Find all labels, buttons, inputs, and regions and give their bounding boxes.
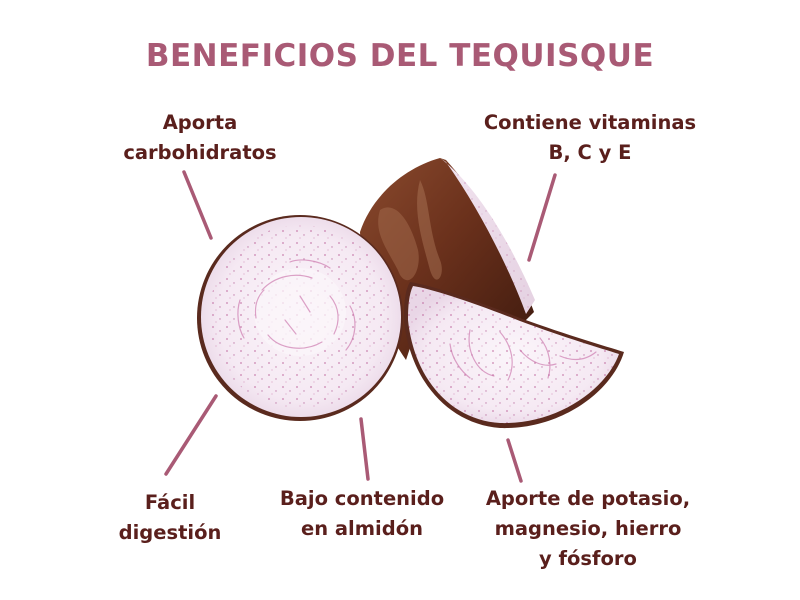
page-title: BENEFICIOS DEL TEQUISQUE: [145, 38, 655, 74]
benefit-digestion: Fácil digestión: [95, 488, 245, 548]
benefit-minerales: Aporte de potasio, magnesio, hierro y fó…: [468, 484, 708, 574]
connector-almidon: [359, 417, 370, 481]
connector-vitaminas: [527, 173, 557, 262]
benefit-line: Fácil: [144, 491, 196, 514]
benefit-line: en almidón: [301, 517, 423, 540]
benefit-line: B, C y E: [548, 141, 632, 164]
connector-minerales: [506, 438, 523, 483]
benefit-line: Aporta: [162, 111, 238, 134]
benefit-line: Contiene vitaminas: [483, 111, 697, 134]
benefit-line: Aporte de potasio,: [485, 487, 691, 510]
benefit-carbohidratos: Aporta carbohidratos: [105, 108, 295, 168]
benefit-almidon: Bajo contenido en almidón: [262, 484, 462, 544]
benefit-line: digestión: [118, 521, 222, 544]
benefit-line: carbohidratos: [123, 141, 277, 164]
benefit-line: y fósforo: [539, 547, 637, 570]
connector-digestion: [164, 394, 218, 476]
connector-carbohidratos: [182, 170, 213, 240]
benefit-vitaminas: Contiene vitaminas B, C y E: [455, 108, 725, 168]
benefit-line: Bajo contenido: [279, 487, 445, 510]
connector-lines: [164, 170, 557, 483]
taro-half-slice: [404, 282, 624, 429]
taro-round-slice: [197, 215, 403, 421]
benefit-line: magnesio, hierro: [494, 517, 682, 540]
